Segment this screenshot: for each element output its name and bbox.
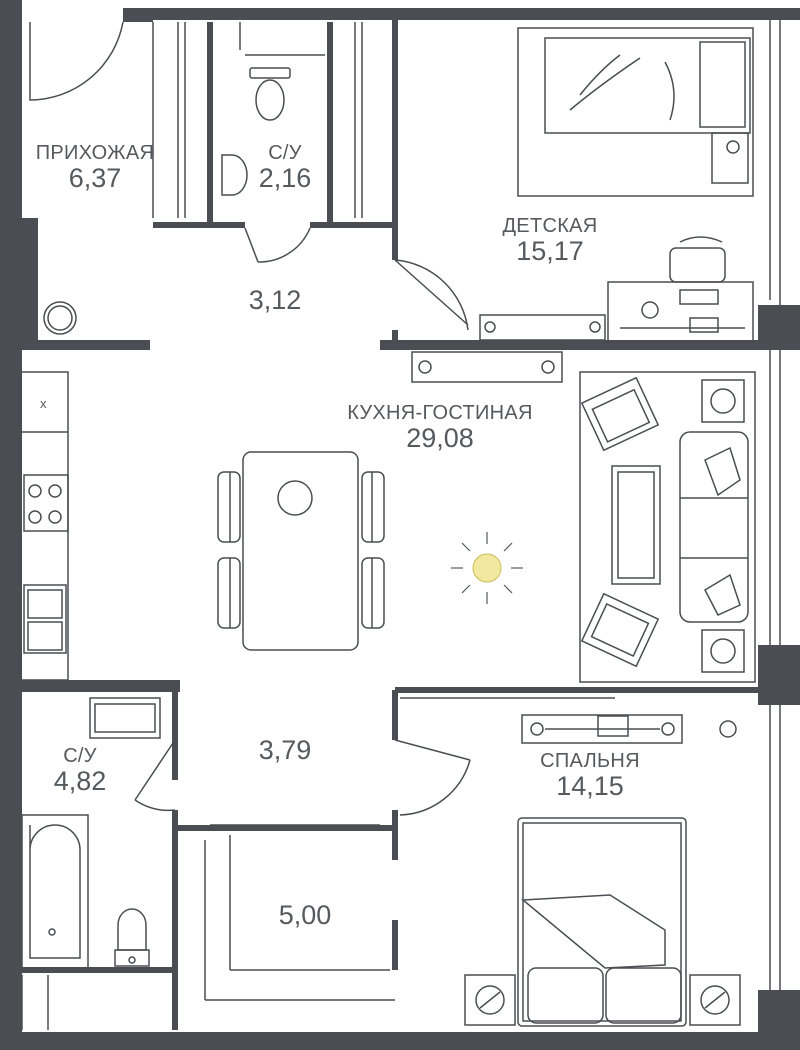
nightstand-icon [464,974,516,1026]
room-label-bedroom: СПАЛЬНЯ 14,15 [510,750,670,802]
shelf-icon [479,314,606,341]
side-table-icon [701,379,745,423]
room-area-closet: 5,00 [278,900,332,930]
bedroom-furniture [464,714,741,1027]
vanity-icon [89,697,161,739]
bath-fixtures [21,697,161,1030]
room-label-wc-small: С/У 2,16 [240,142,330,194]
dining-set [217,451,385,651]
bedroom-door [394,739,471,816]
floor-drain-icon [43,301,77,335]
room-name: С/У [63,745,97,767]
armchair-icon [580,376,660,452]
doors [29,21,471,816]
room-name: СПАЛЬНЯ [540,750,640,772]
room-area: 14,15 [556,771,624,801]
kids-furniture [479,27,754,343]
toilet-tank-icon [249,67,291,79]
bathtub-icon [21,814,89,969]
dining-table-icon [242,451,359,651]
kitchen-sink-icon [23,584,67,654]
hood-mark: x [40,396,47,411]
room-name: С/У [268,142,302,164]
room-name: КУХНЯ-ГОСТИНАЯ [347,402,533,424]
room-area: 4,82 [53,766,107,796]
rug-icon [579,371,756,683]
wc-fixtures [221,67,291,196]
room-name: ДЕТСКАЯ [502,215,598,237]
tv-stand-icon [411,351,563,383]
room-area-corridor-top: 3,12 [248,285,302,315]
bed-icon [517,817,687,1027]
entry-door [29,21,124,101]
room-label-bath: С/У 4,82 [25,745,135,797]
kitchen-fixtures [19,371,69,681]
sink-icon [221,154,248,196]
bath-toilet-icon [117,908,147,951]
ceiling-light-icon [451,532,523,604]
interior-walls [20,20,760,1030]
thin-lines [152,20,781,1030]
bath-door [134,739,176,812]
room-area: 15,17 [516,236,584,266]
kids-door [394,259,469,331]
coffee-table-icon [611,465,661,585]
living-furniture [411,351,756,683]
dresser-icon [521,714,683,744]
cooktop-icon [23,474,69,532]
room-label-kids: ДЕТСКАЯ 15,17 [470,215,630,267]
room-name: ПРИХОЖАЯ [35,142,155,164]
room-area: 2,16 [258,163,312,193]
hallway-fixtures [43,301,77,335]
toilet-icon [255,79,285,121]
dining-chair-icon [217,471,241,543]
room-label-hallway: ПРИХОЖАЯ 6,37 [15,142,175,194]
room-area: 6,37 [68,163,122,193]
wc-door [244,227,311,263]
kids-bed-icon [517,27,754,197]
sofa-icon [679,431,749,623]
room-label-living: КУХНЯ-ГОСТИНАЯ 29,08 [310,402,570,454]
chair-icon [669,247,726,283]
room-area-corridor-bottom: 3,79 [258,735,312,765]
room-area: 29,08 [406,423,474,453]
